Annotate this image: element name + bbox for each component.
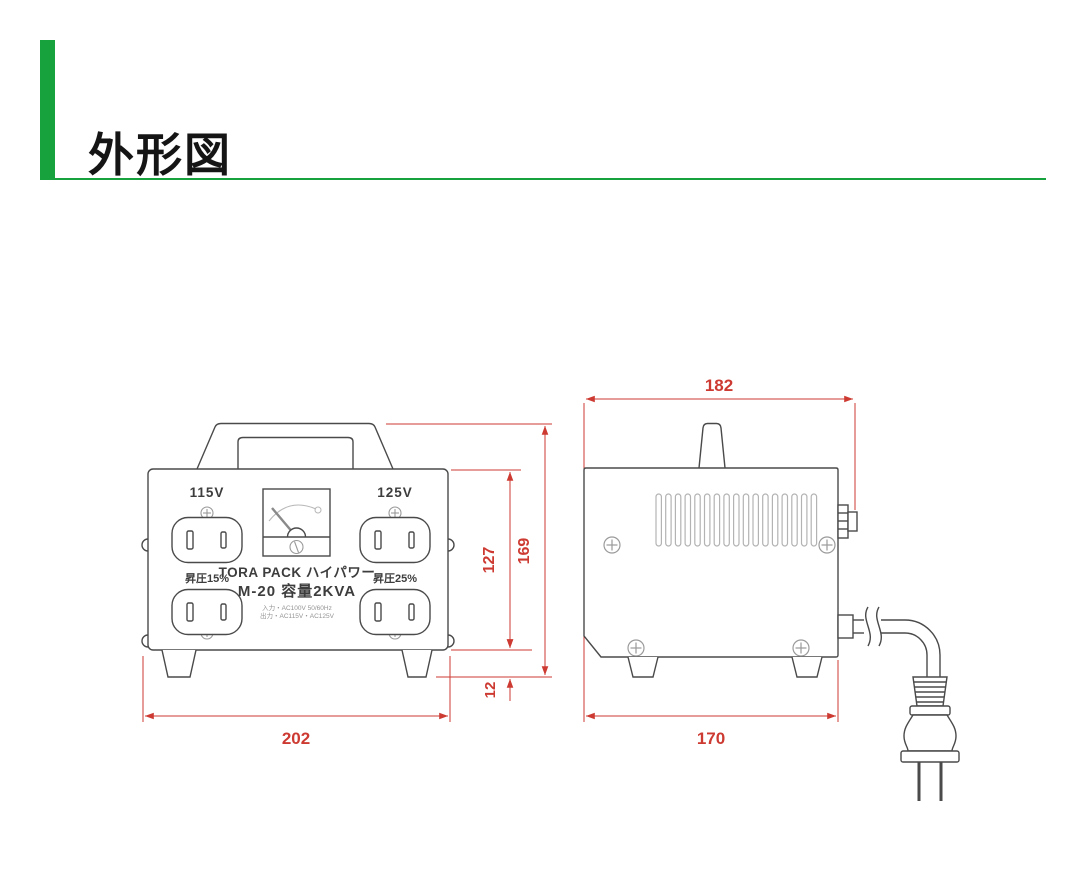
vent-slot xyxy=(694,493,701,547)
vent-slot xyxy=(771,493,779,547)
vent-slots xyxy=(655,493,818,547)
handle-side xyxy=(698,422,726,469)
screw-icon xyxy=(627,639,645,657)
outlet-slot xyxy=(220,603,227,621)
foot xyxy=(161,649,197,678)
cord-break xyxy=(876,606,882,647)
boost-label-left: 昇圧15% xyxy=(185,572,229,585)
handle-grip xyxy=(237,436,354,469)
vent-slot xyxy=(762,493,769,547)
meter-scale-arc xyxy=(268,504,317,522)
brand-text: TORA PACK ハイパワー xyxy=(219,565,376,580)
vent-slot xyxy=(655,493,663,547)
screw-icon xyxy=(388,506,402,520)
outlet xyxy=(359,516,431,564)
outlet xyxy=(171,588,243,636)
dim-label-127: 127 xyxy=(481,547,498,574)
outlet-slot xyxy=(374,602,382,622)
dim-label-170: 170 xyxy=(697,729,725,748)
outlet xyxy=(359,588,431,636)
meter-adjust-screw xyxy=(314,506,322,514)
outlet-slot xyxy=(186,602,194,622)
vent-slot xyxy=(732,493,740,547)
side-bump xyxy=(447,538,455,552)
vent-slot xyxy=(742,493,750,547)
handle xyxy=(196,422,394,470)
dim-label-169: 169 xyxy=(516,538,533,565)
side-bump xyxy=(141,538,149,552)
outlet-slot xyxy=(220,531,227,549)
dimension-annotations: 202 127 169 12 182 170 xyxy=(142,376,856,748)
model-text: M-20 容量2KVA xyxy=(238,582,356,600)
title-underline xyxy=(40,178,1046,180)
voltage-label-right: 125V xyxy=(377,485,413,500)
screw-icon xyxy=(818,536,836,554)
boost-label-right: 昇圧25% xyxy=(373,572,417,585)
page-title: 外形図 xyxy=(88,128,232,181)
plug-flange xyxy=(900,750,960,763)
vent-slot xyxy=(674,493,682,547)
side-view xyxy=(583,403,960,801)
fuse-holder xyxy=(837,504,858,539)
vent-slot xyxy=(665,493,672,547)
foot xyxy=(791,656,823,678)
power-cord xyxy=(837,606,960,801)
foot xyxy=(627,656,659,678)
vent-slot xyxy=(713,493,721,547)
vent-slot xyxy=(781,493,789,547)
side-bump xyxy=(141,634,149,648)
vent-slot xyxy=(703,493,711,547)
cord-break xyxy=(865,606,871,647)
dim-label-202: 202 xyxy=(282,729,310,748)
dim-label-12: 12 xyxy=(482,682,499,699)
vent-slot xyxy=(791,493,798,547)
spec-text-2: 出力・AC115V・AC125V xyxy=(260,611,335,620)
vent-slot xyxy=(723,493,730,547)
voltage-label-left: 115V xyxy=(190,485,225,500)
foot xyxy=(401,649,433,678)
meter-pivot xyxy=(286,527,307,538)
screw-icon xyxy=(792,639,810,657)
voltage-meter xyxy=(262,488,331,557)
cord-exit xyxy=(837,614,854,639)
plug-cap xyxy=(909,705,951,716)
plug-body xyxy=(903,714,957,752)
front-view: 115V 125V 昇圧15% 昇圧25% TORA PACK ハイパワー M-… xyxy=(141,422,455,678)
title-accent-bar xyxy=(40,40,55,180)
vent-slot xyxy=(800,493,808,547)
outlet-slot xyxy=(186,530,194,550)
vent-slot xyxy=(684,493,692,547)
plug-strain-relief xyxy=(912,676,948,707)
outlet xyxy=(171,516,243,564)
meter-zero-screw xyxy=(289,539,304,555)
device-body-side xyxy=(583,467,839,658)
outlet-slot xyxy=(374,530,382,550)
vent-slot xyxy=(752,493,760,547)
side-bump xyxy=(447,634,455,648)
outlet-slot xyxy=(408,531,415,549)
spec-text-1: 入力・AC100V 50/60Hz xyxy=(262,603,332,612)
outlet-slot xyxy=(408,603,415,621)
screw-icon xyxy=(603,536,621,554)
vent-slot xyxy=(810,493,818,547)
dim-label-182: 182 xyxy=(705,376,733,395)
